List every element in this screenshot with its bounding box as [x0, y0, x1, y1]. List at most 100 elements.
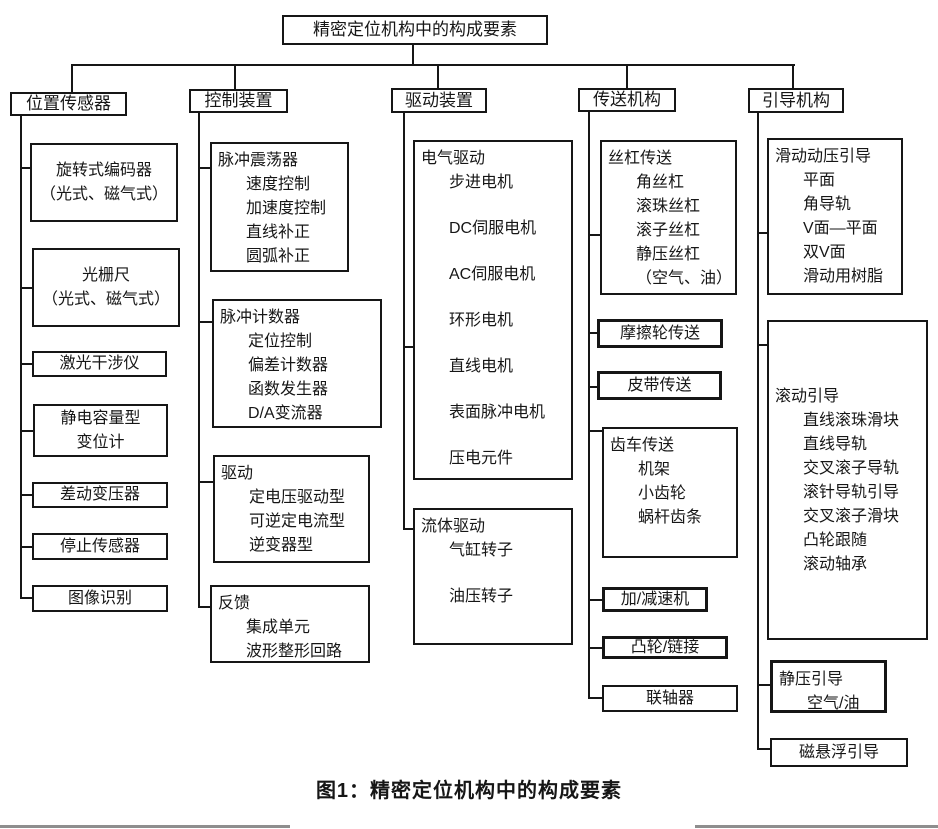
- node-title: 滚动引导: [775, 387, 840, 405]
- node-item: 圆弧补正: [246, 248, 311, 265]
- connector-col5-stub: [792, 64, 794, 88]
- node-hydrostatic-guide: 静压引导 空气/油: [770, 660, 887, 713]
- connector-branch: [757, 344, 767, 346]
- node-root: 精密定位机构中的构成要素: [282, 15, 548, 45]
- node-item: 空气/油: [807, 695, 860, 712]
- header-label: 位置传感器: [26, 94, 111, 113]
- connector-branch: [20, 546, 32, 548]
- node-line: 凸轮/链接: [630, 638, 700, 656]
- node-gear-transmission: 齿车传送 机架 小齿轮 蜗杆齿条: [602, 427, 738, 558]
- node-line: 摩擦轮传送: [619, 324, 700, 342]
- node-item: 蜗杆齿条: [638, 509, 703, 526]
- node-item: 表面脉冲电机: [449, 404, 546, 421]
- node-item: 平面: [803, 172, 836, 189]
- node-line: （光式、磁气式）: [41, 290, 170, 308]
- node-title: 脉冲震荡器: [218, 152, 299, 169]
- node-item: 压电元件: [449, 450, 514, 467]
- node-line: 皮带传送: [627, 376, 692, 394]
- node-coupling: 联轴器: [602, 685, 738, 712]
- node-line: 加/减速机: [620, 590, 690, 608]
- node-item: V面—平面: [803, 220, 878, 237]
- node-electric-drive: 电气驱动 步进电机 DC伺服电机 AC伺服电机 环形电机 直线电机 表面脉冲电机…: [413, 140, 573, 480]
- node-title: 滑动动压引导: [775, 148, 872, 165]
- node-sliding-dynamic-pressure-guide: 滑动动压引导 平面 角导轨 V面—平面 双V面 滑动用树脂: [767, 138, 903, 295]
- node-pulse-oscillator: 脉冲震荡器 速度控制 加速度控制 直线补正 圆弧补正: [210, 142, 349, 272]
- node-root-label: 精密定位机构中的构成要素: [313, 20, 517, 39]
- connector-branch: [403, 528, 413, 530]
- connector-branch: [198, 167, 210, 169]
- node-header-control-device: 控制装置: [189, 89, 288, 113]
- connector-branch: [20, 597, 32, 599]
- node-pulse-counter: 脉冲计数器 定位控制 偏差计数器 函数发生器 D/A变流器: [212, 299, 382, 428]
- node-item: 滑动用树脂: [803, 268, 884, 285]
- node-title: 齿车传送: [610, 437, 675, 454]
- node-title: 电气驱动: [421, 150, 486, 167]
- node-item: 函数发生器: [248, 381, 329, 398]
- connector-col2-stub: [234, 64, 236, 89]
- node-title: 流体驱动: [421, 518, 486, 535]
- node-header-transmission: 传送机构: [578, 88, 676, 112]
- connector-branch: [588, 697, 602, 699]
- connector-branch: [20, 363, 32, 365]
- node-item: 步进电机: [449, 174, 514, 191]
- node-item: 直线补正: [246, 224, 311, 241]
- node-differential-transformer: 差动变压器: [32, 482, 168, 508]
- node-rolling-guide: 滚动引导 直线滚珠滑块 直线导轨 交叉滚子导轨 滚针导轨引导 交叉滚子滑块 凸轮…: [767, 320, 928, 640]
- node-item: 小齿轮: [638, 485, 687, 502]
- node-item: 集成单元: [246, 619, 311, 636]
- node-item: 滚子丝杠: [636, 222, 701, 239]
- header-label: 控制装置: [204, 91, 273, 110]
- connector-branch: [20, 494, 32, 496]
- connector-branch: [757, 684, 770, 686]
- connector-branch: [20, 287, 32, 289]
- node-item: AC伺服电机: [449, 266, 536, 283]
- node-item: 偏差计数器: [248, 357, 329, 374]
- node-line: （光式、磁气式）: [39, 185, 168, 203]
- node-item: 环形电机: [449, 312, 514, 329]
- header-label: 传送机构: [593, 90, 661, 109]
- node-item: （空气、油）: [636, 270, 733, 287]
- node-linear-scale: 光栅尺 （光式、磁气式）: [32, 248, 180, 327]
- node-cam-linkage: 凸轮/链接: [602, 636, 728, 659]
- connector-root-stub: [412, 45, 414, 66]
- connector-branch: [20, 430, 33, 432]
- connector-branch: [588, 647, 602, 649]
- connector-branch: [20, 167, 30, 169]
- node-header-position-sensor: 位置传感器: [10, 92, 127, 116]
- connector-col1-stub: [71, 64, 73, 92]
- node-item: 定位控制: [248, 333, 313, 350]
- header-label: 引导机构: [762, 90, 830, 110]
- node-item: 波形整形回路: [246, 643, 343, 660]
- node-line: 变位计: [76, 433, 125, 451]
- connector-col4-trunk: [588, 112, 590, 698]
- connector-branch: [757, 748, 770, 750]
- node-header-guide: 引导机构: [748, 88, 844, 113]
- connector-col3-stub: [437, 64, 439, 88]
- node-item: 滚动轴承: [803, 555, 868, 573]
- connector-col2-trunk: [198, 113, 200, 608]
- bottom-divider-right: [695, 825, 938, 828]
- node-item: 双V面: [803, 244, 846, 261]
- node-item: 逆变器型: [249, 537, 314, 554]
- node-item: D/A变流器: [248, 405, 323, 422]
- node-item: 油压转子: [449, 588, 514, 605]
- node-line: 激光干涉仪: [59, 355, 140, 372]
- node-leadscrew-transmission: 丝杠传送 角丝杠 滚珠丝杠 滚子丝杠 静压丝杠 （空气、油）: [600, 140, 737, 295]
- node-speed-reducer: 加/减速机: [602, 587, 708, 612]
- node-title: 反馈: [218, 595, 251, 612]
- node-title: 丝杠传送: [608, 150, 673, 167]
- node-line: 停止传感器: [59, 537, 140, 555]
- connector-main-rail: [71, 64, 795, 66]
- figure-caption: 图1：精密定位机构中的构成要素: [315, 780, 623, 802]
- node-line: 联轴器: [645, 689, 694, 707]
- node-item: 直线电机: [449, 358, 514, 375]
- node-item: 凸轮跟随: [803, 531, 868, 549]
- connector-branch: [198, 481, 213, 483]
- node-feedback: 反馈 集成单元 波形整形回路: [210, 585, 370, 663]
- node-image-recognition: 图像识别: [32, 585, 168, 612]
- node-stop-sensor: 停止传感器: [32, 533, 168, 560]
- node-line: 图像识别: [67, 589, 132, 607]
- connector-branch: [757, 232, 767, 234]
- connector-branch: [588, 332, 597, 334]
- node-header-drive-device: 驱动装置: [391, 88, 487, 113]
